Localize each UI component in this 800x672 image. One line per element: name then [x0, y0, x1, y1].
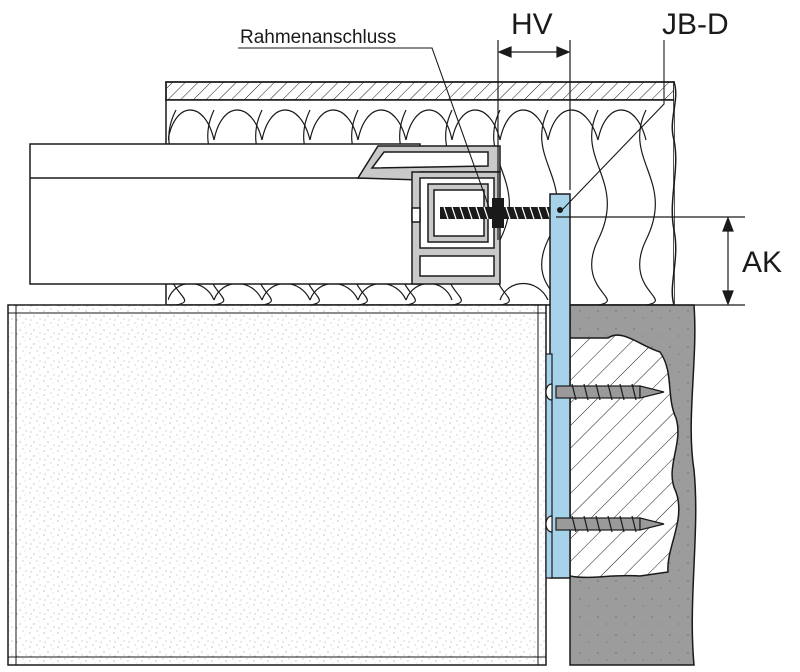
masonry-wall [569, 304, 697, 666]
rahmenanschluss-leader [238, 47, 491, 211]
top-board [165, 81, 675, 101]
ak-label: AK [742, 246, 782, 279]
wall-screw-upper [545, 383, 665, 401]
jbd-label: JB-D [662, 8, 729, 41]
wall-screw-lower [545, 515, 665, 533]
hv-label: HV [511, 8, 553, 41]
rahmenanschluss-label: Rahmenanschluss [240, 27, 396, 48]
window-frame-profile [29, 143, 501, 285]
hv-dimension [497, 40, 571, 240]
ak-dimension [556, 216, 745, 306]
jbd-leader [561, 40, 665, 211]
plaster-block [7, 304, 547, 666]
